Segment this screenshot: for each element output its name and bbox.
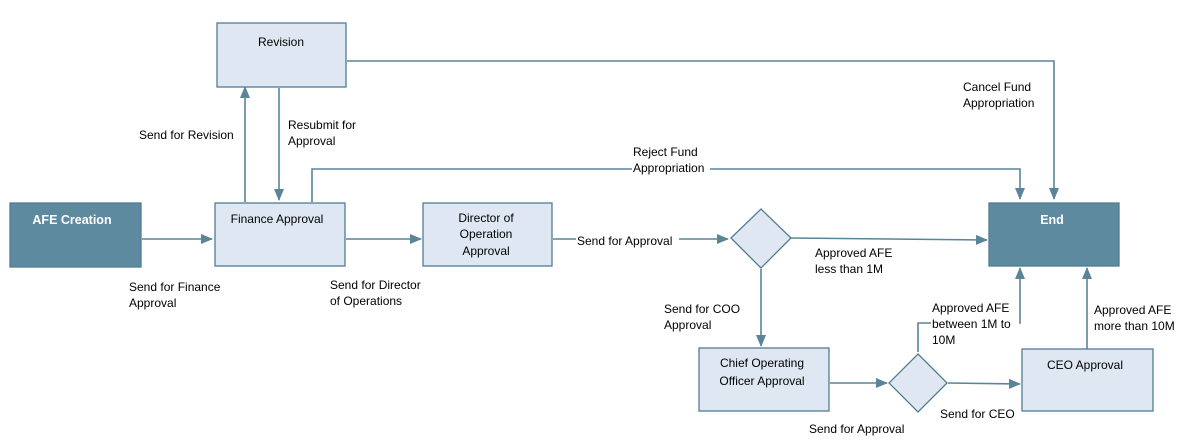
edge-labels: Send for Finance Approval Send for Revis… [129,80,1175,436]
label-cancel-fund-line2: Appropriation [963,96,1034,110]
ceo-approval-box [1021,348,1154,412]
label-send-for-director-line2: of Operations [330,294,402,308]
label-reject-fund-bg [632,162,710,175]
director-approval-label-line2: Operation [460,227,513,241]
director-approval-label-line1: Director of [458,211,514,225]
label-reject-fund-line1: Reject Fund [633,145,698,159]
decision-diamond-2 [888,353,948,413]
director-approval-label-line3: Approval [462,244,509,258]
label-resubmit-line1: Resubmit for [288,118,356,132]
label-approved-more-10m-line2: more than 10M [1094,319,1175,333]
edge-revision-to-end [347,60,1059,200]
node-coo-approval: Chief Operating Officer Approval [698,347,830,412]
label-approved-between-line3: 10M [932,333,955,347]
node-revision: Revision [216,22,347,88]
finance-approval-box [214,202,346,267]
node-finance-approval: Finance Approval [214,202,346,267]
label-cancel-fund-line1: Cancel Fund [963,80,1031,94]
label-approved-between-line2: between 1M to [932,317,1011,331]
label-approved-between-bg [931,318,1019,331]
node-director-approval: Director of Operation Approval [422,202,553,267]
decision-diamond-1 [730,208,792,269]
edge-decision1-to-end [790,234,988,245]
end-label: End [1040,213,1064,227]
label-send-for-finance-line1: Send for Finance [129,280,221,294]
ceo-approval-label: CEO Approval [1047,358,1123,372]
decision-2-shape [888,353,948,413]
label-send-for-approval-1: Send for Approval [577,234,672,248]
label-send-for-director-line1: Send for Director [330,278,421,292]
edge-decision2-to-ceo [947,378,1021,389]
label-resubmit-line2: Approval [288,134,335,148]
label-reject-fund-line2: Appropriation [633,161,704,175]
coo-approval-label-line1: Chief Operating [720,356,804,370]
coo-approval-box [698,347,830,412]
end-box [988,202,1120,267]
label-send-for-finance-line2: Approval [129,296,176,310]
label-send-for-revision: Send for Revision [139,128,234,142]
label-send-for-ceo: Send for CEO [940,407,1015,421]
revision-label: Revision [258,35,304,49]
finance-approval-label: Finance Approval [231,212,324,226]
revision-box [216,22,347,88]
node-ceo-approval: CEO Approval [1021,348,1154,412]
label-send-for-coo-line1: Send for COO [664,302,740,316]
coo-approval-label-line2: Officer Approval [719,374,804,388]
label-approved-more-10m-line1: Approved AFE [1094,303,1171,317]
afe-creation-box [9,202,142,268]
node-end: End [988,202,1120,267]
afe-creation-label: AFE Creation [32,213,111,227]
node-afe-creation: AFE Creation [9,202,142,268]
label-approved-less-1m-line1: Approved AFE [815,246,892,260]
label-approved-less-1m-line2: less than 1M [815,262,883,276]
label-send-for-approval-1-bg [576,233,679,246]
label-send-for-approval-2: Send for Approval [809,422,904,436]
label-approved-between-line1: Approved AFE [932,301,1009,315]
label-send-for-coo-line2: Approval [664,318,711,332]
decision-1-shape [730,208,792,269]
director-approval-box [422,202,553,267]
